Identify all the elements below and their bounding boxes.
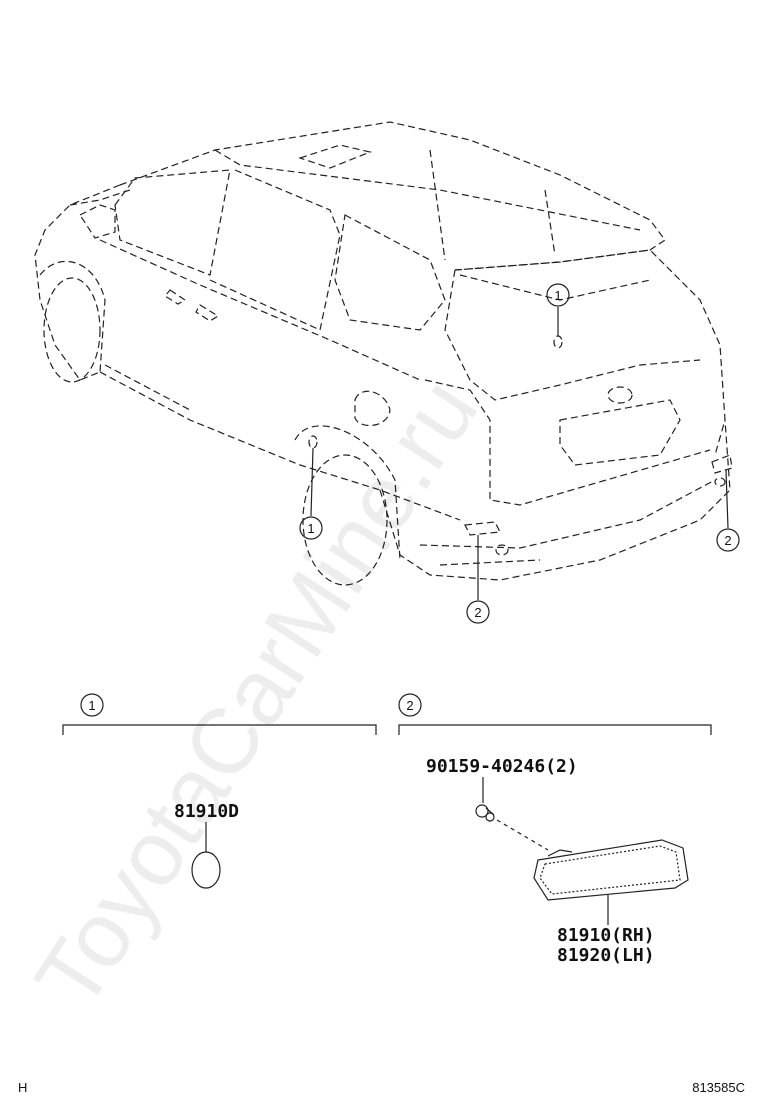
callout-1-top[interactable]: 1 bbox=[546, 283, 570, 336]
part-81920-lh-label[interactable]: 81920(LH) bbox=[557, 945, 655, 966]
section-1-badge bbox=[80, 693, 104, 717]
screw-icon[interactable] bbox=[475, 804, 495, 822]
high-mount-lamp-lens-icon[interactable] bbox=[191, 851, 221, 889]
callout-2-bumper-label: 2 bbox=[474, 605, 481, 620]
screw-path-dash bbox=[496, 819, 549, 851]
section-2-badge bbox=[398, 693, 422, 717]
callout-1-side-label: 1 bbox=[307, 521, 314, 536]
footer-left-code: H bbox=[18, 1080, 27, 1095]
vehicle-illustration bbox=[34, 121, 733, 586]
section-2-bracket bbox=[398, 724, 712, 735]
reflex-reflector-icon[interactable] bbox=[533, 839, 689, 901]
callout-2-corner-label: 2 bbox=[724, 533, 731, 548]
part-81910d-label[interactable]: 81910D bbox=[174, 801, 239, 822]
callout-2-bumper[interactable]: 2 bbox=[466, 535, 490, 624]
callout-1-side[interactable]: 1 bbox=[299, 447, 323, 540]
section-2: 2 90159-40246(2) 81910(RH) 81920(LH) bbox=[398, 693, 712, 966]
illustration-number: 813585C bbox=[692, 1080, 745, 1095]
part-screw-label[interactable]: 90159-40246(2) bbox=[426, 756, 578, 777]
section-1: 1 81910D bbox=[62, 693, 377, 889]
part-81910-rh-label[interactable]: 81910(RH) bbox=[557, 925, 655, 946]
callout-2-corner[interactable]: 2 bbox=[716, 469, 740, 552]
section-1-number: 1 bbox=[88, 698, 95, 713]
watermark-text: ToyotaCarMine.ru bbox=[16, 361, 497, 1025]
callout-1-top-label: 1 bbox=[554, 288, 561, 303]
section-2-number: 2 bbox=[406, 698, 413, 713]
section-1-bracket bbox=[62, 724, 377, 735]
